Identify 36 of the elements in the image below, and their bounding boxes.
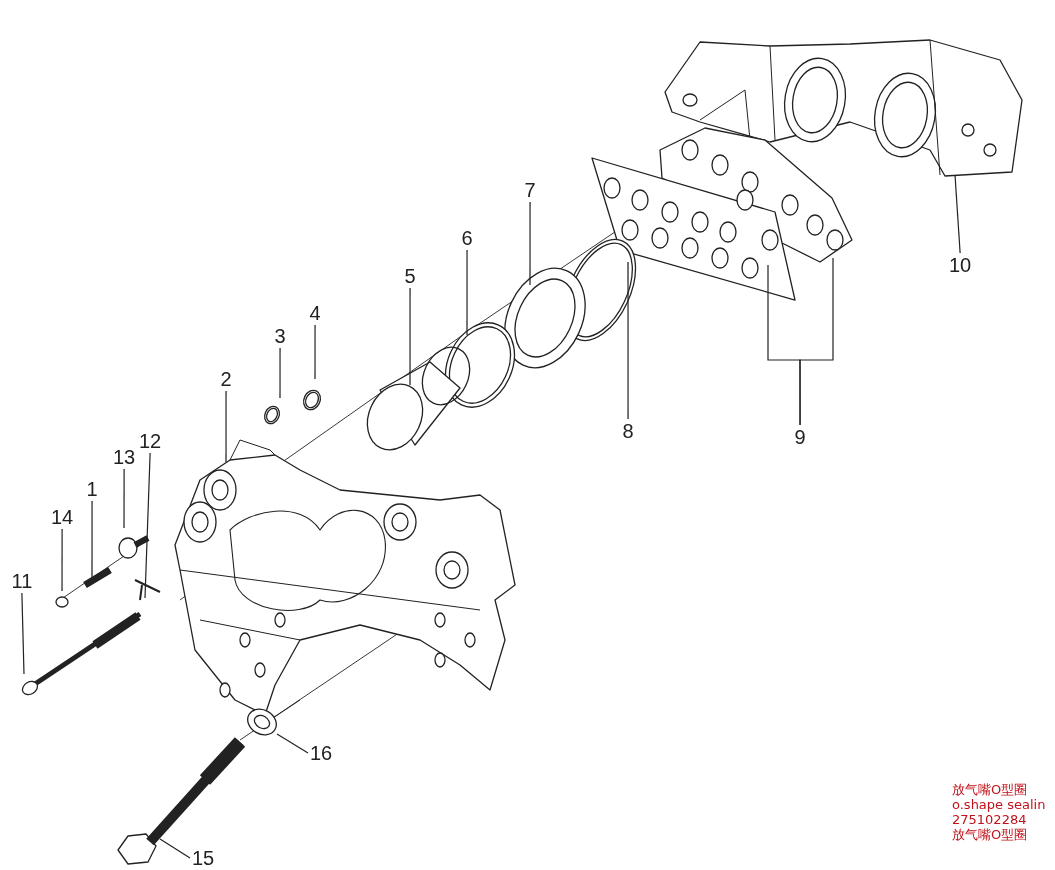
leader-line — [91, 500, 93, 578]
callout-number: 9 — [794, 427, 806, 447]
note-text: 放气嘴O型圈 — [952, 782, 1029, 797]
callout-number: 12 — [139, 431, 162, 451]
callout-number: 6 — [461, 228, 473, 248]
leader-line — [314, 324, 316, 380]
callout-number: 3 — [274, 326, 286, 346]
callout-number: 13 — [113, 447, 136, 467]
leader-line — [409, 287, 411, 386]
note-text: 放气嘴O型圈 — [952, 827, 1029, 842]
leader-line — [61, 528, 63, 592]
leader-line — [159, 838, 191, 859]
leader-line — [21, 592, 25, 675]
leader-line — [144, 452, 151, 599]
leader-line — [954, 174, 961, 254]
callout-number: 14 — [51, 507, 74, 527]
callout-number: 1 — [86, 479, 98, 499]
leader-line — [123, 468, 125, 529]
callout-number: 5 — [404, 266, 416, 286]
callout-number: 4 — [309, 303, 321, 323]
leader-line — [225, 390, 227, 463]
callout-number: 10 — [949, 255, 972, 275]
callout-number: 15 — [192, 848, 215, 868]
callout-number: 16 — [310, 743, 333, 763]
leader-line — [529, 201, 531, 286]
note-text: o.shape sealin — [952, 797, 1046, 812]
leader-line — [627, 261, 629, 420]
leader-line — [799, 257, 834, 426]
callout-number: 8 — [622, 421, 634, 441]
leader-line — [466, 249, 468, 336]
callout-number: 2 — [220, 369, 232, 389]
leader-line — [279, 347, 281, 399]
leader-line — [276, 733, 309, 754]
note-text: 275102284 — [952, 812, 1028, 827]
callout-number: 7 — [524, 180, 536, 200]
callout-number: 11 — [11, 571, 33, 591]
